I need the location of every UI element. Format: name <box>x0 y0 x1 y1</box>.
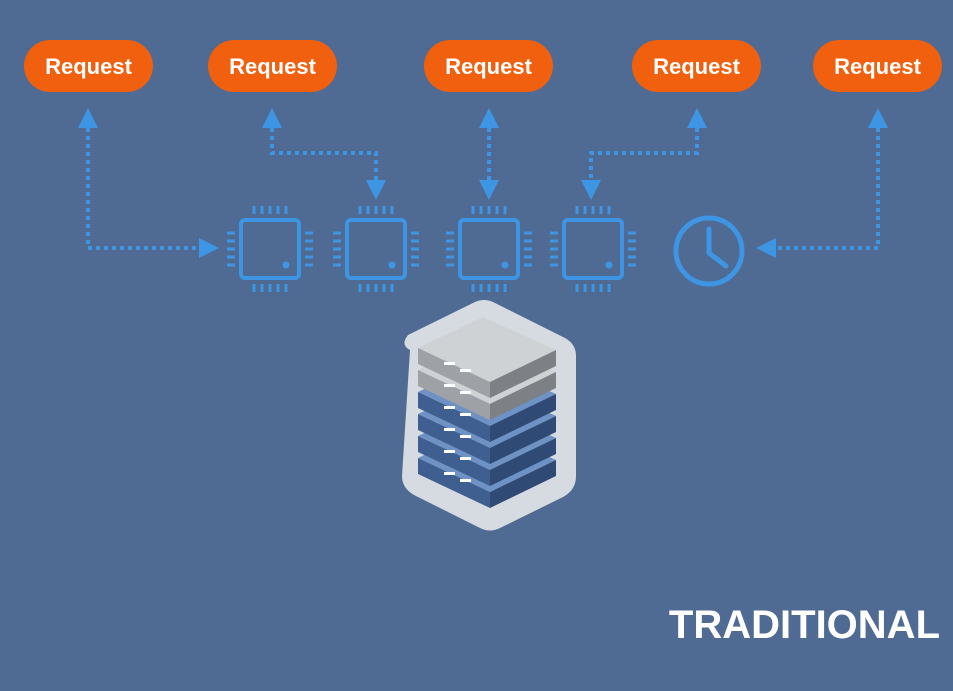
cpu-icon <box>225 204 315 294</box>
request-label: Request <box>834 54 921 79</box>
server-rack-icon <box>402 300 576 531</box>
connector-request-4 <box>581 108 707 200</box>
request-pill-1: Request <box>24 40 153 92</box>
cpu-icon <box>444 204 534 294</box>
connector-request-1 <box>78 108 219 258</box>
request-label: Request <box>45 54 132 79</box>
cpu-icon <box>331 204 421 294</box>
request-pill-2: Request <box>208 40 337 92</box>
cpu-icon <box>548 204 638 294</box>
connector-request-5 <box>756 108 888 258</box>
clock-icon <box>673 215 745 287</box>
request-label: Request <box>445 54 532 79</box>
connector-request-2 <box>262 108 386 200</box>
request-pill-4: Request <box>632 40 761 92</box>
diagram-caption: TRADITIONAL <box>669 603 940 647</box>
request-pill-5: Request <box>813 40 942 92</box>
request-label: Request <box>229 54 316 79</box>
request-pill-3: Request <box>424 40 553 92</box>
request-label: Request <box>653 54 740 79</box>
